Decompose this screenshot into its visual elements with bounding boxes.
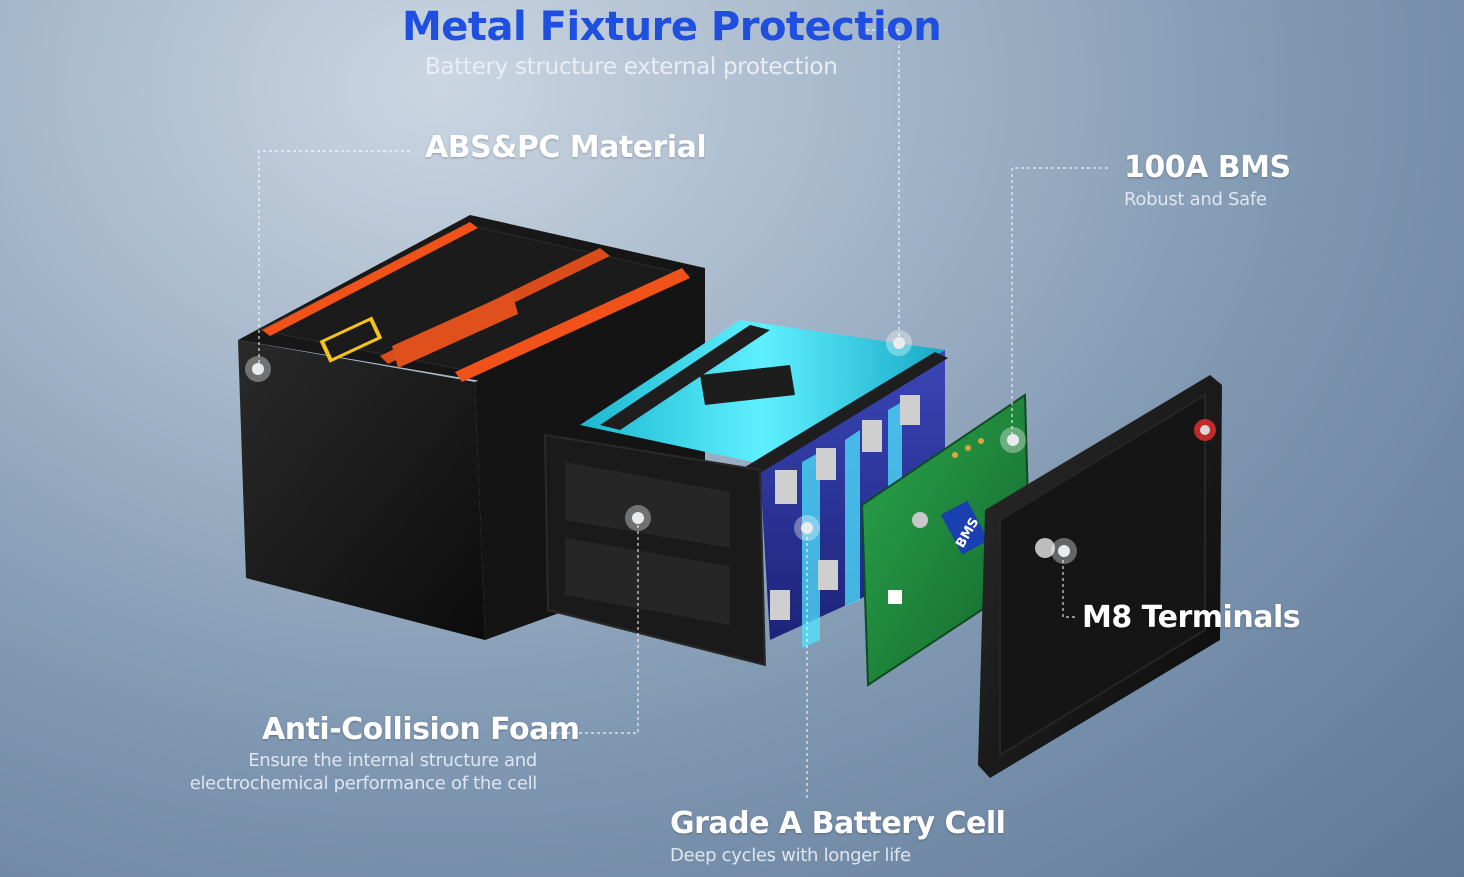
foam-subtitle-line1: Ensure the internal structure and bbox=[248, 750, 537, 771]
cell-pack bbox=[543, 320, 948, 667]
hotspot-foam-dot bbox=[625, 505, 651, 531]
leader-m8 bbox=[1062, 552, 1075, 618]
leader-bms bbox=[1011, 167, 1108, 440]
cell-subtitle: Deep cycles with longer life bbox=[670, 845, 911, 866]
leader-metal bbox=[866, 29, 900, 342]
negative-terminal-icon bbox=[1035, 538, 1055, 558]
cell-title: Grade A Battery Cell bbox=[670, 806, 1006, 841]
hotspot-bms-dot bbox=[1000, 427, 1026, 453]
battery-lid bbox=[978, 375, 1222, 778]
hotspot-metal-dot bbox=[886, 330, 912, 356]
abs-pc-title: ABS&PC Material bbox=[425, 130, 707, 165]
metal-fixture-title: Metal Fixture Protection bbox=[402, 4, 942, 50]
bms-title: 100A BMS bbox=[1124, 150, 1291, 185]
foam-title: Anti-Collision Foam bbox=[262, 712, 580, 747]
foam-subtitle-line2: electrochemical performance of the cell bbox=[189, 773, 538, 794]
m8-title: M8 Terminals bbox=[1082, 600, 1301, 635]
metal-fixture-subtitle: Battery structure external protection bbox=[425, 54, 838, 80]
hotspot-abs-dot bbox=[245, 356, 271, 382]
leader-foam bbox=[543, 520, 639, 734]
hotspot-cell-dot bbox=[794, 515, 820, 541]
hotspot-m8-dot bbox=[1051, 538, 1077, 564]
leader-abs bbox=[258, 150, 410, 368]
bms-subtitle: Robust and Safe bbox=[1124, 189, 1267, 210]
